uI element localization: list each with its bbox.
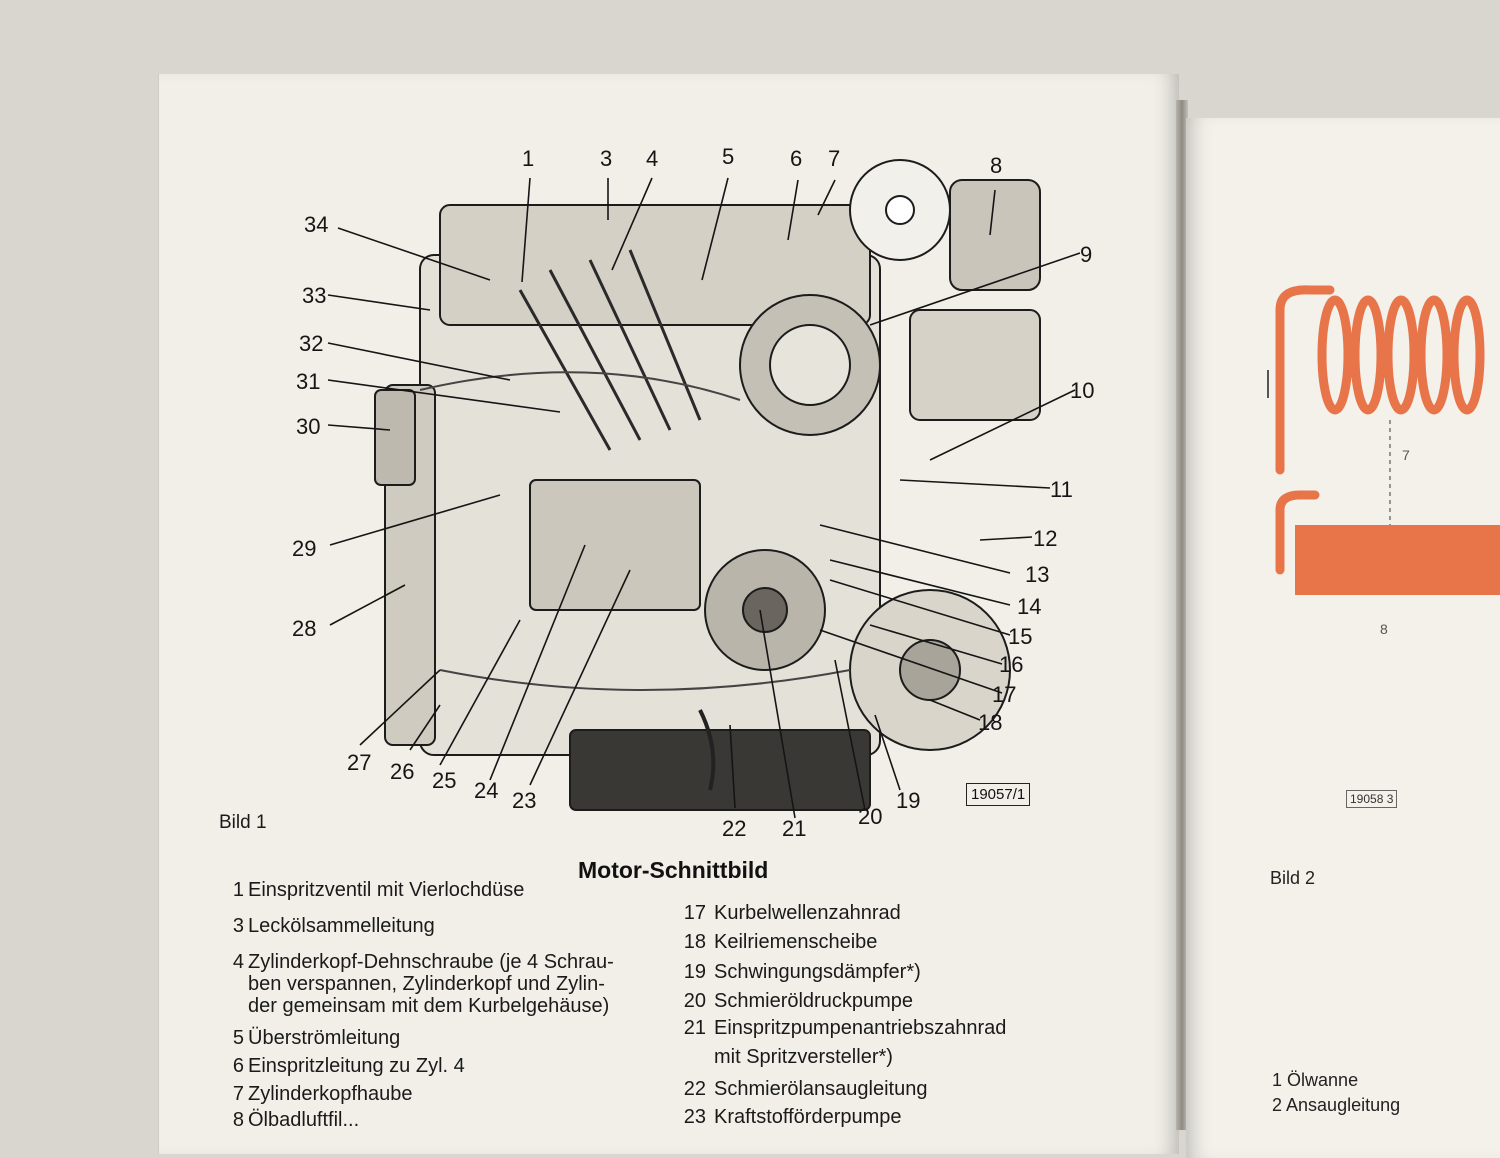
callout-29: 29 [292, 536, 317, 561]
callout-16: 16 [999, 652, 1024, 677]
oil-circuit-diagram: 7 8 [1267, 285, 1500, 637]
callout-24: 24 [474, 778, 499, 803]
callout-13: 13 [1025, 562, 1050, 587]
callout-12: 12 [1033, 526, 1058, 551]
diagram-label-7: 7 [1402, 447, 1410, 463]
callout-20: 20 [858, 804, 883, 829]
figure-code: 19057/1 [966, 783, 1031, 806]
callout-32: 32 [299, 331, 324, 356]
leader-lines [327, 177, 1081, 819]
callout-28: 28 [292, 616, 317, 641]
callout-17: 17 [992, 682, 1017, 707]
callout-18: 18 [978, 710, 1003, 735]
legend-item: ben verspannen, Zylinderkopf und Zylin- [248, 973, 605, 995]
callout-10: 10 [1070, 378, 1095, 403]
right-legend-item: 2 Ansaugleitung [1272, 1095, 1401, 1115]
callout-30: 30 [296, 414, 321, 439]
callout-25: 25 [432, 768, 457, 793]
legend-item: mit Spritzversteller*) [714, 1046, 893, 1068]
book-gutter [1176, 100, 1188, 1130]
callout-11: 11 [1050, 477, 1073, 502]
callout-4: 4 [646, 146, 659, 171]
callout-22: 22 [722, 816, 747, 841]
legend-item: der gemeinsam mit dem Kurbelgehäuse) [248, 995, 610, 1017]
callout-33: 33 [302, 283, 327, 308]
callout-15: 15 [1008, 624, 1033, 649]
callout-7: 7 [828, 146, 841, 171]
callout-6: 6 [790, 146, 803, 171]
callout-19: 19 [896, 788, 921, 813]
right-figure-code: 19058 3 [1346, 790, 1398, 808]
callout-1: 1 [522, 146, 535, 171]
right-page [1186, 118, 1500, 1158]
callout-34: 34 [304, 212, 329, 237]
callout-9: 9 [1080, 242, 1093, 267]
callout-3: 3 [600, 146, 613, 171]
callout-26: 26 [390, 759, 415, 784]
callout-23: 23 [512, 788, 537, 813]
right-figure-label: Bild 2 [1270, 868, 1316, 888]
callout-14: 14 [1017, 594, 1042, 619]
diagram-label-8: 8 [1380, 621, 1388, 637]
engine-cutaway-illustration [327, 159, 1081, 819]
figure-label: Bild 1 [219, 812, 267, 833]
callout-31: 31 [296, 369, 321, 394]
callout-27: 27 [347, 750, 372, 775]
page-title: Motor-Schnittbild [578, 857, 769, 883]
callout-5: 5 [722, 144, 735, 169]
callout-21: 21 [782, 816, 807, 841]
right-legend-item: 1 Ölwanne [1272, 1070, 1359, 1090]
callout-8: 8 [990, 153, 1003, 178]
